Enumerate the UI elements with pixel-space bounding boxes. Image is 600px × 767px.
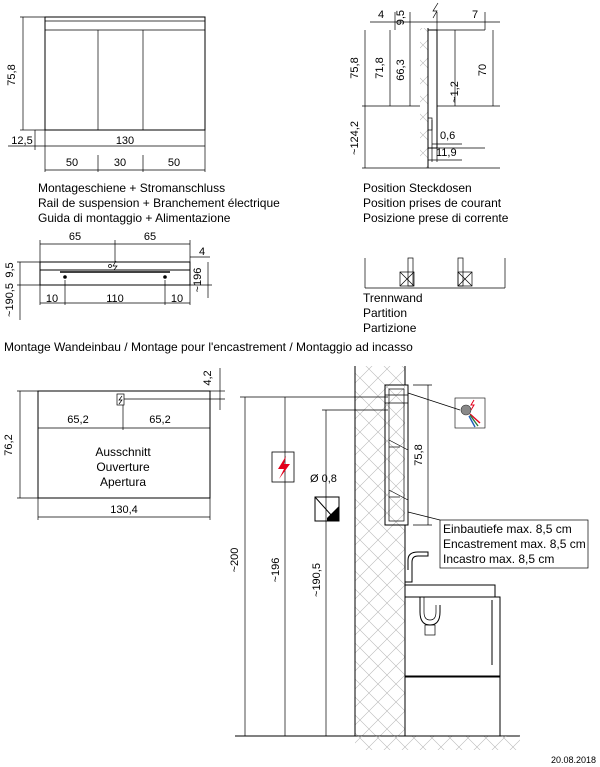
- cabinet-front-view: [8, 16, 206, 172]
- dim-depth-7: 7: [472, 9, 478, 21]
- dim-71-8: 71,8: [374, 57, 386, 78]
- recess-note-fr: Encastrement max. 8,5 cm: [443, 537, 586, 551]
- socket-position-view: [362, 2, 500, 169]
- dim-diameter: Ø 0,8: [310, 473, 337, 485]
- partition-view: [364, 257, 506, 289]
- dim-depth-4: 4: [378, 9, 384, 21]
- dim-rail-9-5: 9,5: [4, 262, 16, 277]
- dim-0-6: 0,6: [440, 130, 455, 142]
- dim-cutout-top: 4,2: [202, 370, 214, 385]
- dim-cutout-width: 130,4: [110, 504, 138, 516]
- dim-total-200: ~200: [229, 548, 241, 573]
- caption-rail-it: Guida di montaggio + Alimentazione: [38, 211, 231, 225]
- dim-depth-9-5: 9,5: [395, 10, 407, 25]
- dim-1-2: ~1,2: [449, 81, 461, 103]
- dim-70: 70: [477, 64, 489, 76]
- dim-door-left: 50: [66, 157, 78, 169]
- dim-height-75-8: 75,8: [6, 64, 18, 85]
- dim-rail-190-5: ~190,5: [4, 283, 16, 317]
- caption-partition-de: Trennwand: [363, 291, 423, 305]
- dim-side-75-8: 75,8: [413, 444, 425, 465]
- dim-rail-edge-left: 10: [46, 293, 58, 305]
- cutout-label-it: Apertura: [100, 475, 146, 489]
- caption-rail-fr: Rail de suspension + Branchement électri…: [38, 196, 280, 210]
- dim-rail-half-right: 65: [144, 231, 156, 243]
- dim-rail-4: 4: [199, 246, 205, 258]
- section-title: Montage Wandeinbau / Montage pour l'enca…: [4, 340, 413, 354]
- dim-cutout-height: 76,2: [3, 434, 15, 455]
- recess-note-de: Einbautiefe max. 8,5 cm: [443, 522, 572, 536]
- caption-socket-fr: Position prises de courant: [363, 196, 502, 210]
- dim-cutout-half-left: 65,2: [67, 414, 88, 426]
- dim-side-196: ~196: [270, 558, 282, 583]
- dim-11-9: 11,9: [436, 147, 457, 159]
- recess-note-it: Incastro max. 8,5 cm: [443, 552, 554, 566]
- dim-left-offset: 12,5: [11, 135, 32, 147]
- recessed-side-view: [235, 366, 589, 750]
- dim-rail-196: ~196: [192, 268, 204, 293]
- dim-cutout-half-right: 65,2: [149, 414, 170, 426]
- caption-partition-it: Partizione: [363, 321, 417, 335]
- rail-top-view: [17, 240, 212, 320]
- dim-side-190-5: ~190,5: [311, 563, 323, 597]
- date-stamp: 20.08.2018: [551, 755, 596, 765]
- caption-socket-de: Position Steckdosen: [363, 181, 472, 195]
- dim-rail-half-left: 65: [69, 231, 81, 243]
- caption-rail-de: Montageschiene + Stromanschluss: [38, 181, 225, 195]
- dim-124-2: ~124,2: [349, 121, 361, 155]
- caption-socket-it: Posizione prese di corrente: [363, 211, 509, 225]
- cutout-label-fr: Ouverture: [96, 460, 150, 474]
- dim-door-right: 50: [168, 157, 180, 169]
- dim-rail-edge-right: 10: [171, 293, 183, 305]
- dim-total-width: 130: [116, 135, 134, 147]
- cutout-label-de: Ausschnitt: [95, 445, 151, 459]
- dim-door-middle: 30: [114, 157, 126, 169]
- caption-partition-fr: Partition: [363, 306, 407, 320]
- cutout-view: [17, 368, 225, 520]
- dim-75-8-side: 75,8: [349, 57, 361, 78]
- dim-rail-mid: 110: [106, 293, 124, 305]
- dim-66-3: 66,3: [395, 59, 407, 80]
